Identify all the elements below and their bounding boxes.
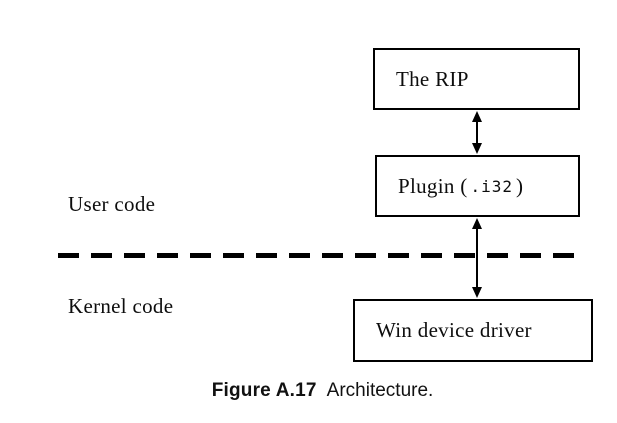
user-kernel-divider-dashed-line (58, 253, 584, 258)
arrow-down-head-icon (472, 143, 482, 154)
arrow-down-head-icon (472, 287, 482, 298)
box-the-rip-label: The RIP (396, 66, 469, 91)
double-arrow-plugin-driver (471, 218, 483, 298)
box-plugin: Plugin (.i32) (375, 155, 580, 217)
arrow-shaft (476, 227, 478, 289)
double-arrow-rip-plugin (471, 111, 483, 154)
box-plugin-label-mono: .i32 (470, 176, 514, 196)
kernel-code-label: Kernel code (68, 294, 174, 318)
user-code-label: User code (68, 192, 156, 216)
box-win-device-driver-label: Win device driver (376, 318, 532, 342)
arrow-up-head-icon (472, 218, 482, 229)
arrow-shaft (476, 120, 478, 145)
figure-caption: Figure A.17 Architecture. (0, 380, 617, 402)
arrow-up-head-icon (472, 111, 482, 122)
figure-caption-text: Architecture. (326, 380, 434, 401)
box-plugin-label-suffix: ) (516, 173, 524, 198)
box-win-device-driver: Win device driver (353, 299, 593, 362)
box-the-rip: The RIP (373, 48, 580, 110)
box-plugin-label-prefix: Plugin ( (398, 173, 468, 198)
figure-caption-number: Figure A.17 (211, 380, 317, 401)
